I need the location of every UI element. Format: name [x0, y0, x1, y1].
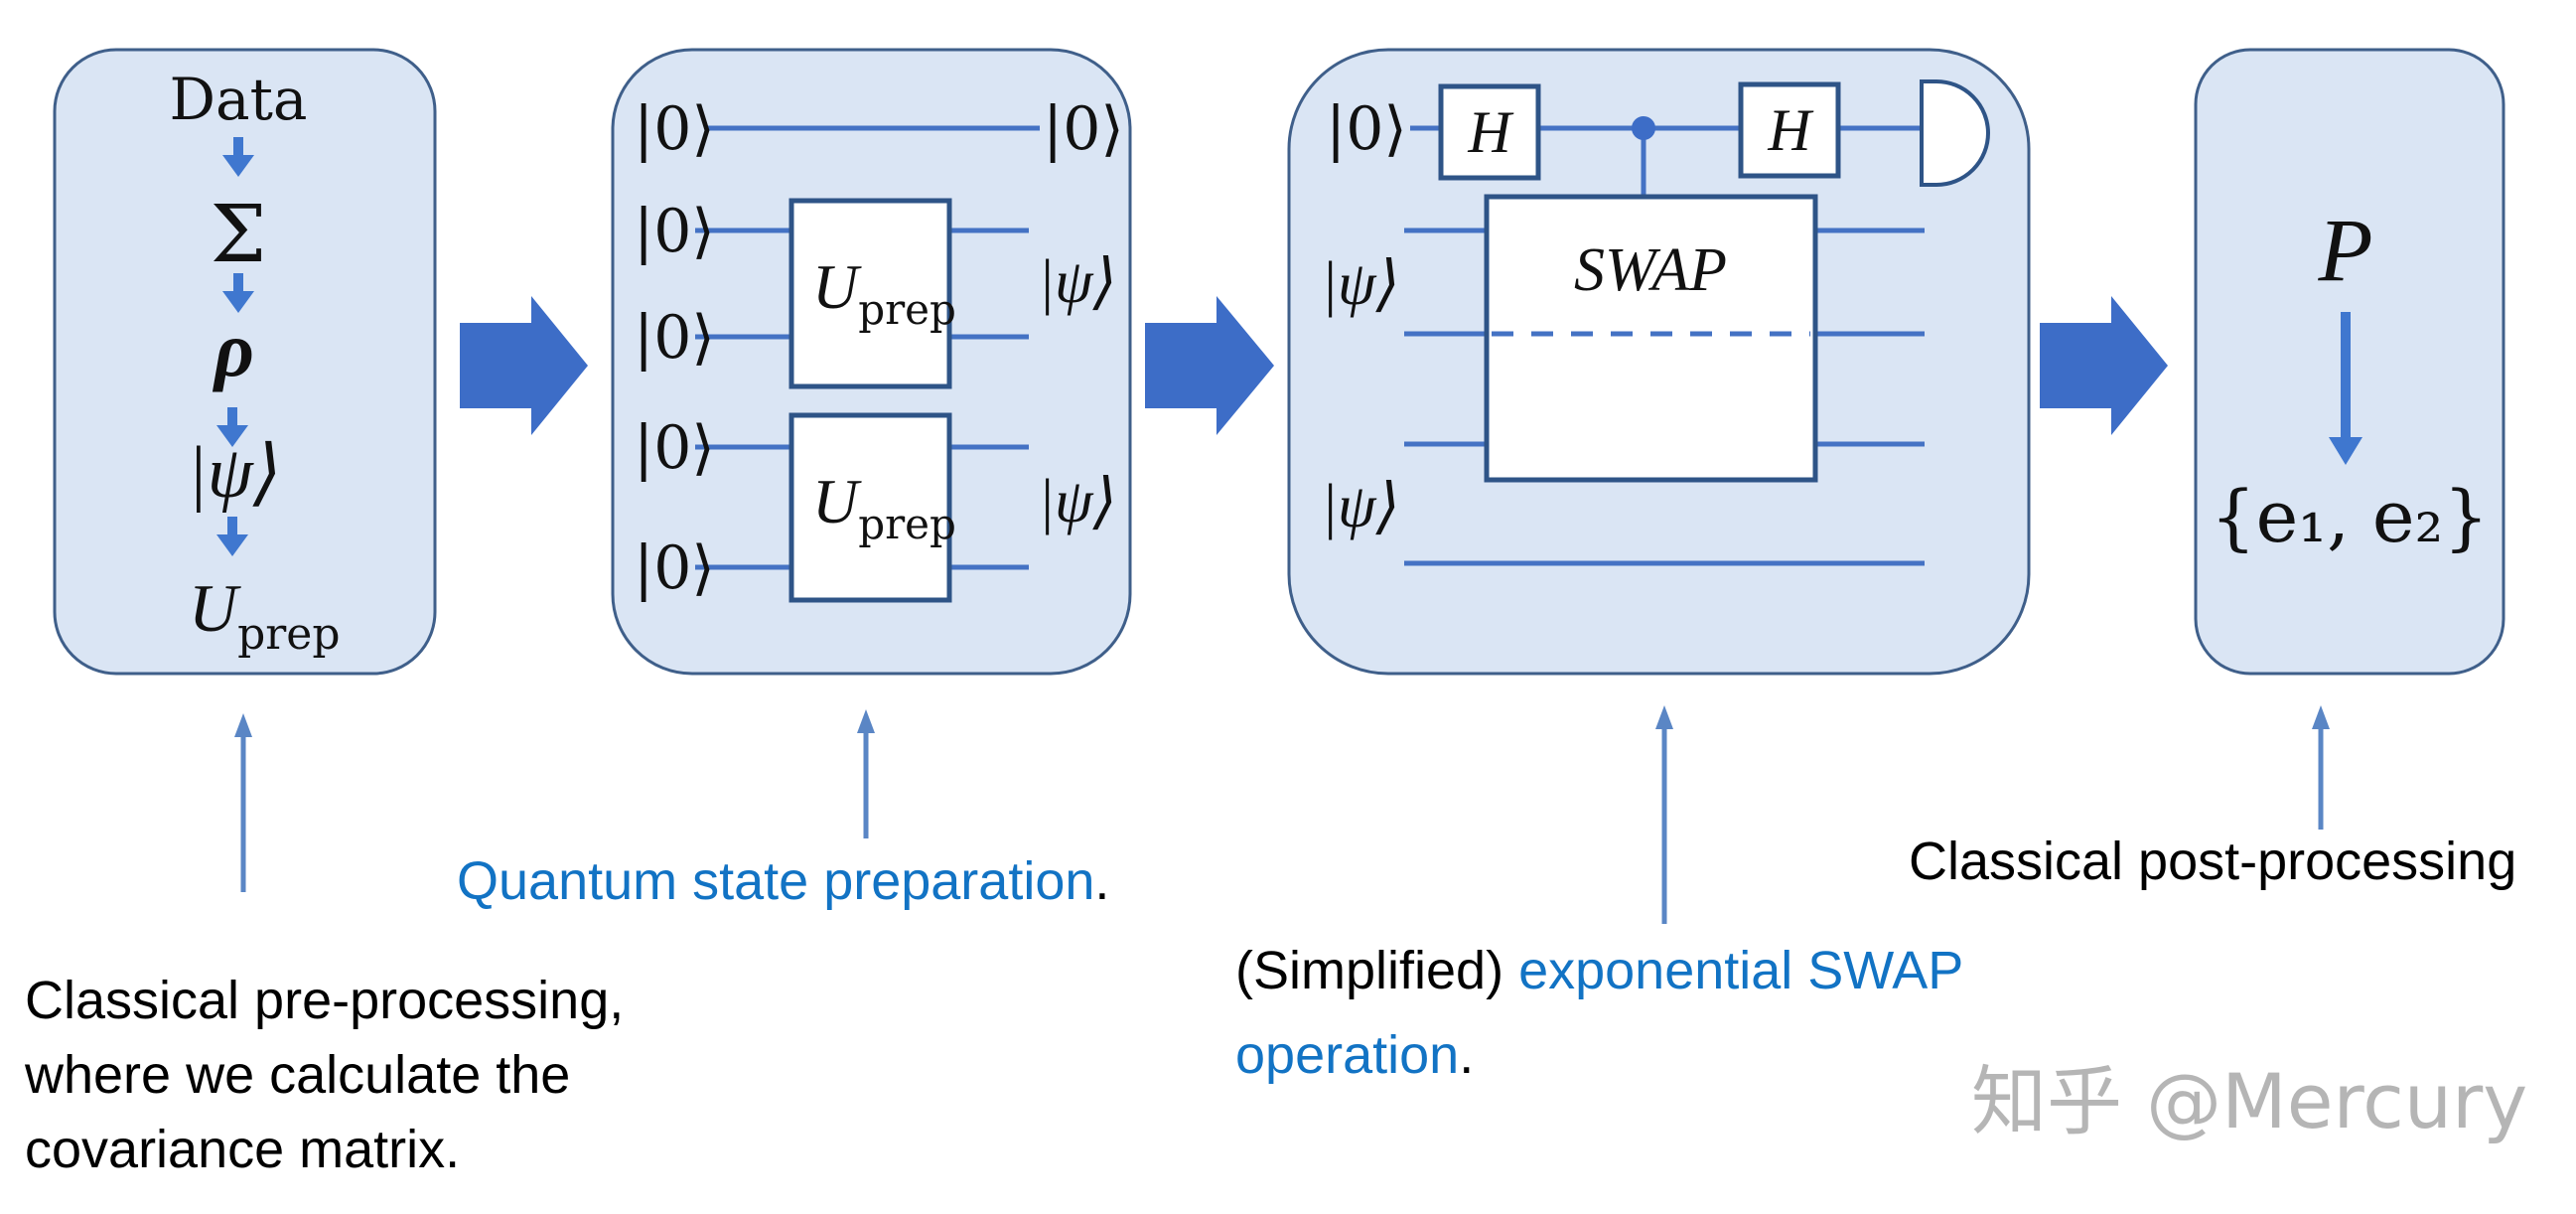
psi-ket: |ψ⟩ — [187, 432, 281, 514]
stage-preprocessing: Data Σ ρ |ψ⟩ Uprep — [53, 48, 437, 676]
preprocessing-box — [53, 48, 437, 676]
measurement-icon — [1920, 79, 1990, 187]
ket-psi-output: |ψ⟩ — [1038, 248, 1117, 316]
ket-zero-input: |0⟩ — [634, 303, 715, 373]
hadamard-label: H — [1467, 99, 1514, 165]
ket-zero-input: |0⟩ — [634, 533, 715, 603]
control-dot-icon — [1632, 116, 1655, 140]
p-symbol: P — [2318, 202, 2373, 300]
caption-preprocessing-line-3: covariance matrix. — [25, 1120, 460, 1179]
uprep-gate — [788, 198, 952, 389]
flow-arrow-1 — [460, 296, 588, 435]
sigma-symbol: Σ — [211, 188, 267, 280]
ket-psi-output: |ψ⟩ — [1038, 468, 1117, 535]
ket-zero-ancilla: |0⟩ — [1326, 94, 1407, 164]
caption-postprocessing: Classical post-processing — [1909, 832, 2516, 891]
uprep-gate-label: Uprep — [812, 466, 956, 548]
stage-postprocessing: P {e₁, e₂} — [2194, 48, 2505, 676]
watermark: 知乎 @Mercury — [1971, 1057, 2527, 1145]
hadamard-gate — [1738, 81, 1841, 179]
hadamard-gate — [1438, 83, 1541, 181]
rho-symbol: ρ — [213, 306, 254, 392]
pointer-arrow-swap — [1655, 705, 1673, 924]
swap-label: SWAP — [1574, 236, 1727, 304]
swap-gate — [1484, 194, 1818, 483]
down-arrow-icon — [222, 273, 254, 313]
caption-swap-line-2: operation. — [1235, 1025, 1474, 1085]
data-label: Data — [170, 66, 308, 133]
ket-zero-input: |0⟩ — [634, 197, 715, 266]
hadamard-label: H — [1767, 97, 1814, 163]
eigenvectors-set: {e₁, e₂} — [2211, 475, 2489, 558]
down-arrow-icon — [216, 517, 248, 556]
uprep-label: Uprep — [189, 570, 341, 660]
flow-arrow-2 — [1145, 296, 1274, 435]
ket-psi-input: |ψ⟩ — [1321, 473, 1400, 540]
uprep-gate — [788, 412, 952, 603]
ket-psi-input: |ψ⟩ — [1321, 250, 1400, 318]
caption-swap-line-1: (Simplified) exponential SWAP — [1235, 941, 1963, 1000]
stage-exponential-swap: |0⟩ H H SWAP |ψ⟩ |ψ⟩ — [1287, 48, 2031, 676]
pointer-arrow-postprocessing — [2312, 705, 2330, 830]
ket-zero-input: |0⟩ — [634, 413, 715, 483]
caption-state-prep: Quantum state preparation. — [457, 851, 1109, 911]
pointer-arrow-preprocessing — [234, 713, 252, 892]
caption-preprocessing-line-2: where we calculate the — [24, 1045, 570, 1105]
caption-preprocessing-line-1: Classical pre-processing, — [25, 971, 624, 1030]
ket-zero-output: |0⟩ — [1043, 94, 1124, 164]
stage-state-preparation: |0⟩ |0⟩ |0⟩ |0⟩ |0⟩ |0⟩ |ψ⟩ |ψ⟩ Uprep Up… — [611, 48, 1132, 676]
pointer-arrow-state-prep — [857, 709, 875, 838]
uprep-gate-label: Uprep — [812, 251, 956, 334]
down-arrow-icon — [2329, 312, 2362, 465]
flow-arrow-3 — [2040, 296, 2168, 435]
ket-zero-input: |0⟩ — [634, 94, 715, 164]
down-arrow-icon — [216, 407, 248, 447]
down-arrow-icon — [222, 137, 254, 177]
